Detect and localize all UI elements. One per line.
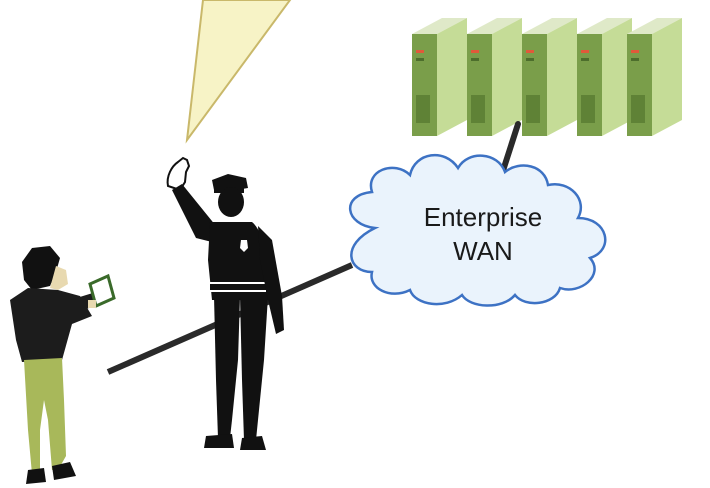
person-with-tablet-icon: [10, 246, 116, 484]
server-rack-icon: [577, 18, 632, 136]
server-rack-icon: [522, 18, 577, 136]
server-rack-icon: [412, 18, 467, 136]
server-rack-icon: [467, 18, 522, 136]
cloud-label: Enterprise WAN: [388, 200, 578, 268]
cloud-icon: [349, 153, 607, 307]
cloud-label-line2: WAN: [453, 236, 513, 266]
server-rack-icon: [627, 18, 682, 136]
server-bank: [412, 18, 682, 136]
police-officer-icon: [166, 156, 284, 450]
cloud-label-line1: Enterprise: [423, 202, 543, 232]
light-beam-icon: [185, 0, 292, 144]
